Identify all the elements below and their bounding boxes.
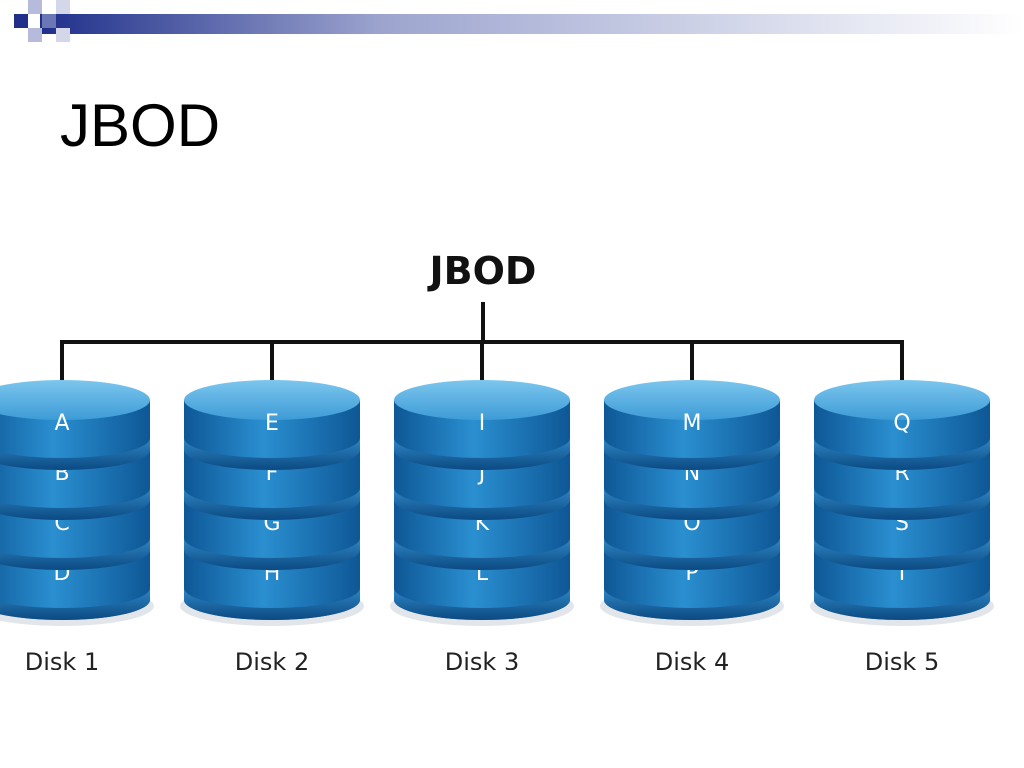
disk-platter-edge — [0, 488, 150, 520]
disk-label: Disk 3 — [445, 648, 519, 670]
disk-label: Disk 4 — [655, 648, 729, 670]
disk-platter-edge — [0, 538, 150, 570]
disk-platter-edge — [814, 538, 990, 570]
disk-platter-side — [394, 550, 570, 620]
disk-platter-edge — [394, 588, 570, 620]
diagram-heading: JBOD — [427, 249, 537, 293]
connector-lines — [60, 302, 904, 398]
disk-platter-edge — [604, 588, 780, 620]
disk-platter-edge — [604, 538, 780, 570]
disk-platter-edge — [184, 538, 360, 570]
disk-top-surface — [394, 380, 570, 420]
disk-platter-edge — [604, 488, 780, 520]
disk-platter-side — [604, 400, 780, 470]
disk-platter-side — [184, 400, 360, 470]
disk-platter-edge — [0, 588, 150, 620]
block-label: E — [265, 411, 279, 436]
slide-header-strip — [14, 0, 1024, 42]
block-label: I — [479, 411, 486, 436]
disk-label: Disk 2 — [235, 648, 309, 670]
disk-platter-side — [814, 400, 990, 470]
disk-platter-edge — [0, 438, 150, 470]
disk-platter-edge — [184, 438, 360, 470]
disk-platter-edge — [394, 538, 570, 570]
slide-title: JBOD — [60, 92, 221, 159]
disk-platter-edge — [604, 438, 780, 470]
disk-platter-edge — [814, 438, 990, 470]
disk-platter-side — [604, 450, 780, 520]
disk-platter-side — [184, 550, 360, 620]
disk-top-surface — [184, 380, 360, 420]
disk-platter-side — [604, 550, 780, 620]
disk-platter-side — [814, 500, 990, 570]
disk-top-surface — [0, 380, 150, 420]
disk-platter-side — [394, 500, 570, 570]
disk-top-surface — [814, 380, 990, 420]
disk-platter-edge — [814, 488, 990, 520]
disk-platter-side — [184, 500, 360, 570]
disk-platter-side — [394, 450, 570, 520]
disk-label: Disk 5 — [865, 648, 939, 670]
block-label: M — [683, 411, 702, 436]
disk-label: Disk 1 — [25, 648, 99, 670]
block-label: A — [54, 411, 69, 436]
disk-platter-edge — [814, 588, 990, 620]
disk-platter-side — [814, 450, 990, 520]
disk-platter-side — [814, 550, 990, 620]
disk-platter-edge — [184, 588, 360, 620]
block-label: Q — [893, 411, 910, 436]
block-label: J — [477, 461, 486, 486]
disk-platter-side — [184, 450, 360, 520]
disk-platter-edge — [394, 488, 570, 520]
disk-platter-edge — [184, 488, 360, 520]
disk-platter-edge — [394, 438, 570, 470]
disk-top-surface — [604, 380, 780, 420]
disk-platter-side — [604, 500, 780, 570]
disk-platter-side — [394, 400, 570, 470]
